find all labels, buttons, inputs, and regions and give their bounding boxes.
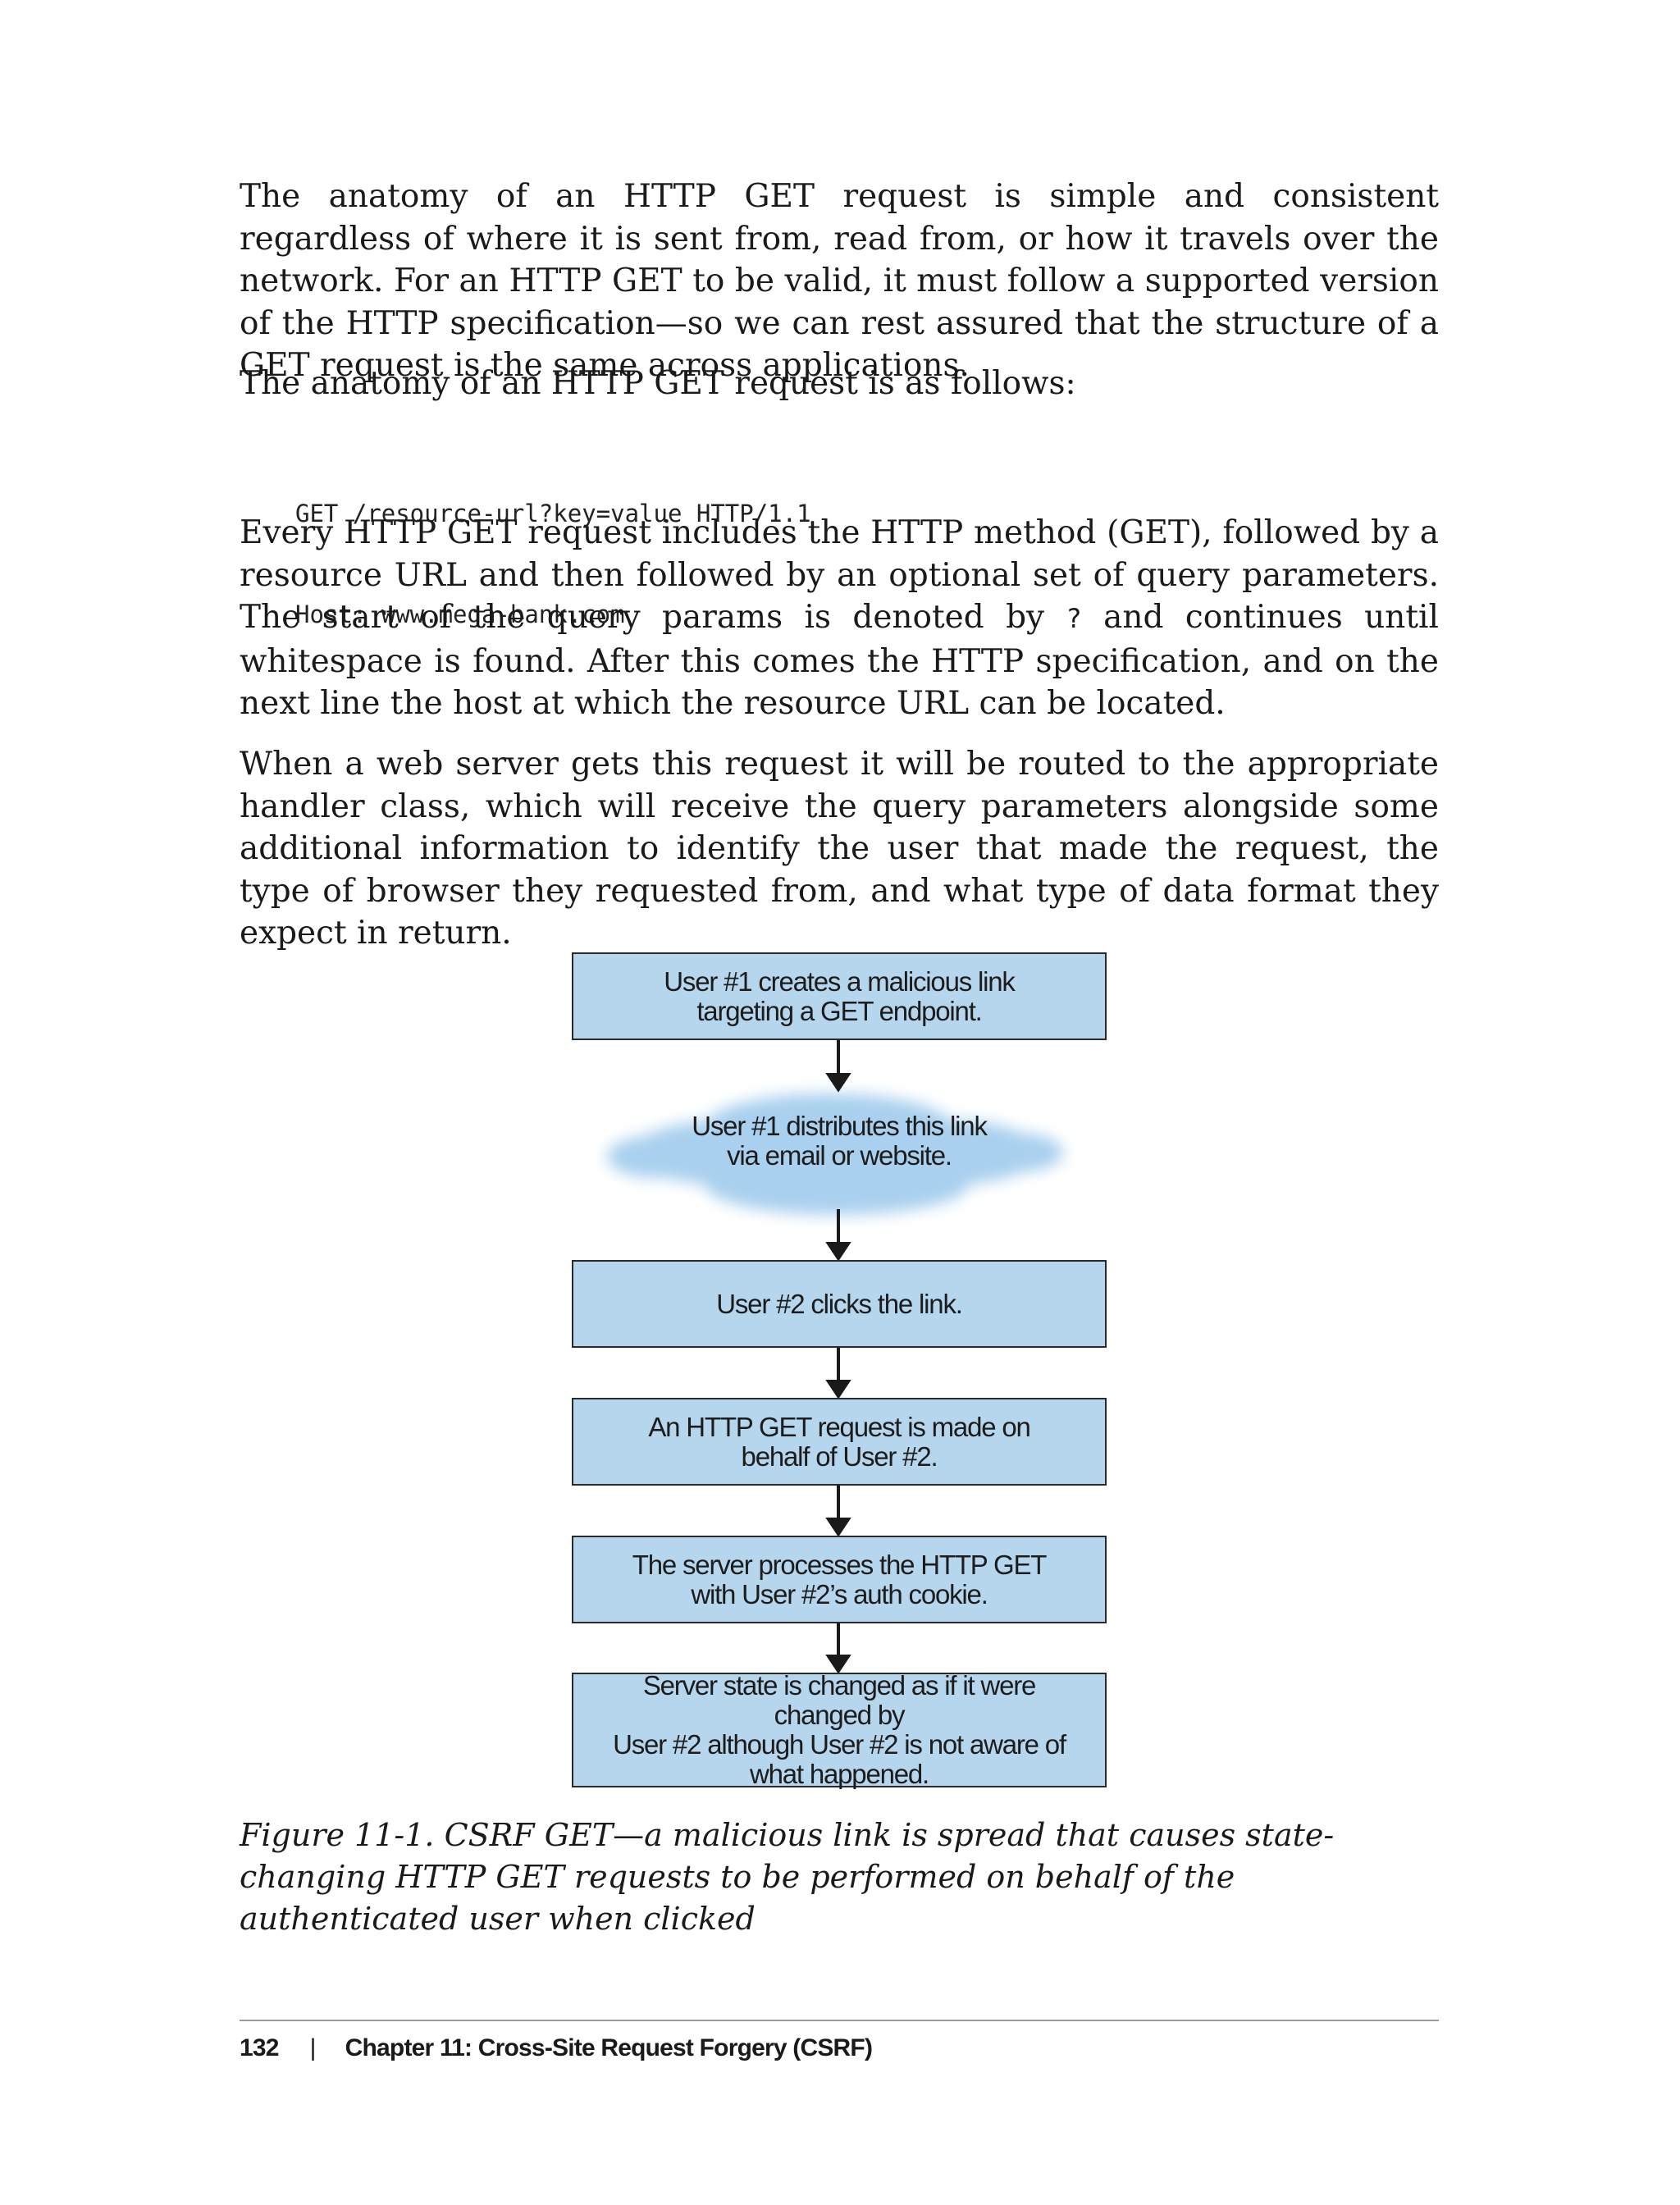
footer-separator: | bbox=[309, 2034, 317, 2061]
paragraph-get-request-parts: Every HTTP GET request includes the HTTP… bbox=[240, 512, 1439, 725]
paragraph-anatomy-follows: The anatomy of an HTTP GET request is as… bbox=[240, 365, 1076, 402]
code-line-request: GET /resource-url?key=value HTTP/1.1 bbox=[295, 500, 811, 527]
flow-step-state-changed: Server state is changed as if it were ch… bbox=[572, 1670, 1107, 1789]
flow-step-2-line-1: User #1 distributes this link bbox=[692, 1111, 988, 1141]
flow-step-5-line-1: The server processes the HTTP GET bbox=[632, 1549, 1048, 1580]
code-line-host: Host: www.mega-bank.com bbox=[295, 600, 625, 628]
flow-step-server-processes: The server processes the HTTP GET with U… bbox=[572, 1536, 1107, 1623]
flow-step-6-line-3: what happened. bbox=[749, 1759, 929, 1789]
flow-step-1-line-1: User #1 creates a malicious link bbox=[664, 966, 1016, 997]
paragraph-text-before-code: Every HTTP GET request includes the HTTP… bbox=[240, 514, 1439, 636]
arrow-4-head bbox=[825, 1518, 851, 1537]
arrow-2-head bbox=[825, 1242, 851, 1262]
flow-step-get-request: An HTTP GET request is made on behalf of… bbox=[572, 1398, 1107, 1486]
flow-step-2-line-2: via email or website. bbox=[727, 1140, 952, 1171]
page-number: 132 bbox=[240, 2034, 279, 2061]
flow-step-click-link: User #2 clicks the link. bbox=[572, 1260, 1107, 1348]
flow-step-6-line-2: User #2 although User #2 is not aware of bbox=[613, 1729, 1066, 1760]
cloud-shape bbox=[607, 1093, 1063, 1215]
paragraph-web-server-routing: When a web server gets this request it w… bbox=[240, 746, 1439, 952]
flow-step-6-line-1: Server state is changed as if it were ch… bbox=[642, 1670, 1037, 1730]
page-footer: 132 | Chapter 11: Cross-Site Request For… bbox=[240, 2028, 873, 2069]
flow-step-3-line-1: User #2 clicks the link. bbox=[716, 1288, 963, 1319]
arrow-3-head bbox=[825, 1380, 851, 1399]
arrow-5-head bbox=[825, 1655, 851, 1674]
flow-step-distribute-link: User #1 distributes this link via email … bbox=[572, 1112, 1107, 1171]
chapter-title: Chapter 11: Cross-Site Request Forgery (… bbox=[345, 2034, 873, 2061]
flow-step-4-line-2: behalf of User #2. bbox=[741, 1440, 938, 1472]
inline-code-question-mark: ? bbox=[1066, 603, 1082, 634]
paragraph-get-anatomy-intro: The anatomy of an HTTP GET request is si… bbox=[240, 178, 1439, 384]
flow-step-1-line-2: targeting a GET endpoint. bbox=[696, 995, 983, 1026]
arrow-1-head bbox=[825, 1073, 851, 1093]
footer-divider bbox=[240, 2020, 1439, 2021]
flow-step-5-line-2: with User #2’s auth cookie. bbox=[691, 1578, 988, 1609]
flow-step-4-line-1: An HTTP GET request is made on bbox=[648, 1411, 1031, 1442]
code-block: GET /resource-url?key=value HTTP/1.1 Hos… bbox=[295, 430, 811, 699]
figure-caption: Figure 11-1. CSRF GET—a malicious link i… bbox=[240, 1817, 1335, 1937]
flow-step-create-link: User #1 creates a malicious link targeti… bbox=[572, 952, 1107, 1040]
paragraph-text-after-code: and continues until whitespace is found.… bbox=[240, 599, 1439, 722]
